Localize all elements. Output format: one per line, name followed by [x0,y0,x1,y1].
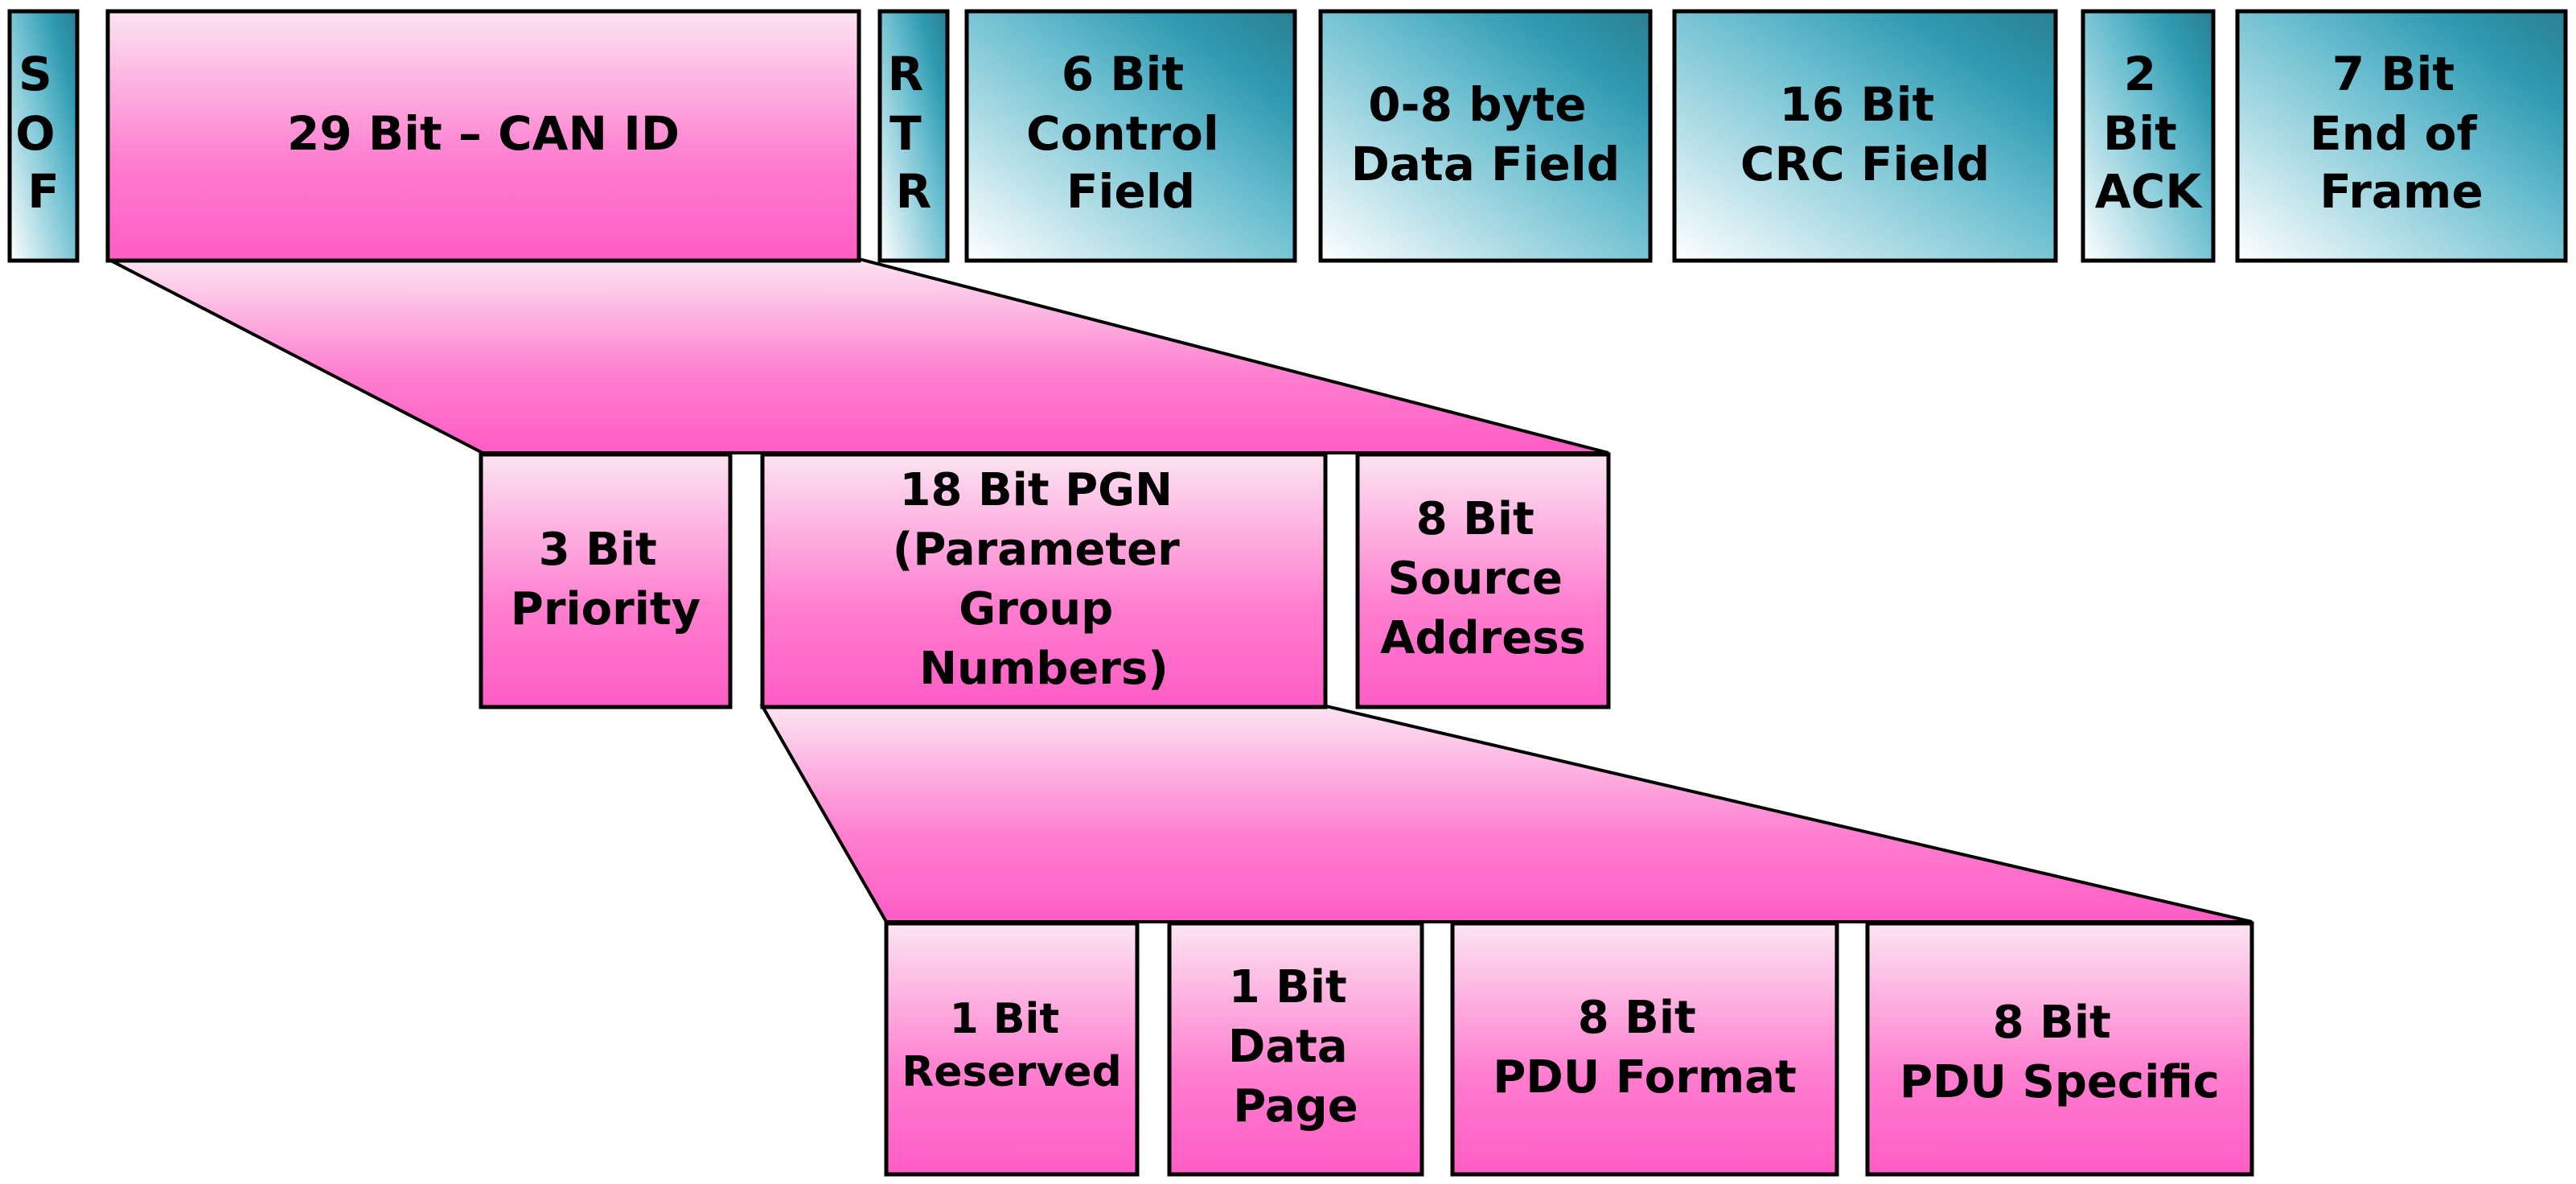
id-field-source-label: 8 Bit Source Address [1380,493,1586,664]
frame-field-ack-label: 2 Bit ACK [2095,47,2203,219]
frame-field-data-label: 0-8 byte Data Field [1351,77,1621,191]
id-field-source: 8 Bit Source Address [1355,452,1611,709]
pgn-field-pdu-specific: 8 Bit PDU Specific [1865,921,2254,1177]
frame-field-crc: 16 Bit CRC Field [1672,9,2058,263]
frame-field-eof: 7 Bit End of Frame [2235,9,2568,263]
pgn-field-pdu-format-label: 8 Bit PDU Format [1493,992,1796,1104]
frame-field-data: 0-8 byte Data Field [1318,9,1653,263]
frame-field-eof-label: 7 Bit End of Frame [2310,47,2493,219]
frame-field-crc-label: 16 Bit CRC Field [1740,77,1990,191]
frame-field-can-id: 29 Bit – CAN ID [105,9,861,263]
pgn-field-reserved: 1 Bit Reserved [884,921,1140,1177]
frame-field-rtr-label: R T R [888,47,940,219]
can-id-expansion-band [107,257,1609,454]
pgn-field-reserved-label: 1 Bit Reserved [902,995,1122,1096]
frame-field-control-label: 6 Bit Control Field [1026,47,1235,219]
pgn-field-data-page-label: 1 Bit Data Page [1228,961,1363,1133]
pgn-expansion-band [759,705,2253,923]
id-field-pgn: 18 Bit PGN (Parameter Group Numbers) [760,452,1328,709]
frame-field-can-id-label: 29 Bit – CAN ID [287,106,680,161]
frame-field-control: 6 Bit Control Field [964,9,1297,263]
pgn-field-data-page: 1 Bit Data Page [1167,921,1424,1177]
frame-field-sof-label: S O F [15,47,72,219]
id-field-priority-label: 3 Bit Priority [511,524,700,635]
id-field-priority: 3 Bit Priority [479,452,733,709]
frame-field-ack: 2 Bit ACK [2081,9,2216,263]
pgn-field-pdu-specific-label: 8 Bit PDU Specific [1900,997,2220,1108]
frame-field-sof: S O F [7,9,80,263]
frame-field-rtr: R T R [877,9,950,263]
id-field-pgn-label: 18 Bit PGN (Parameter Group Numbers) [893,464,1196,695]
pgn-field-pdu-format: 8 Bit PDU Format [1450,921,1839,1177]
